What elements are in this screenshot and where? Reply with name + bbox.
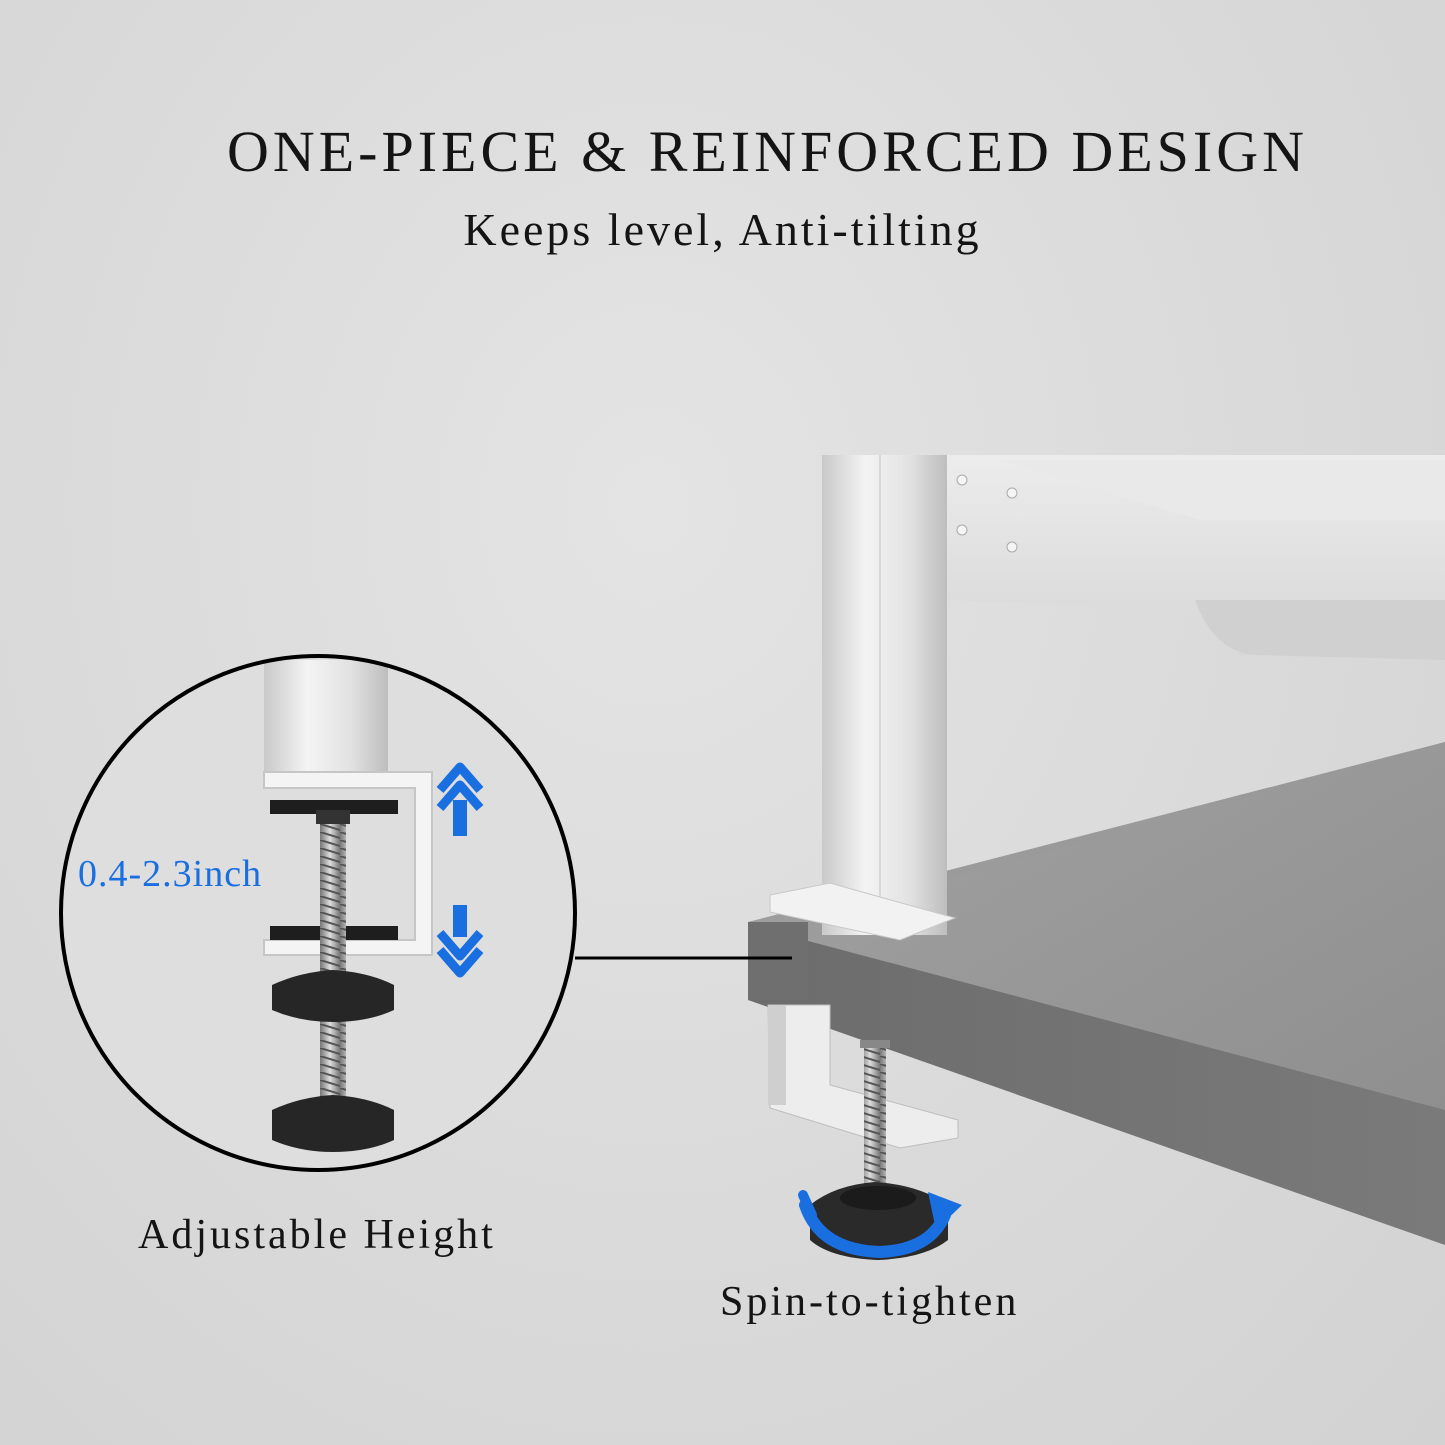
- shelf: [945, 455, 1445, 660]
- clamp-bracket: [767, 882, 959, 1149]
- clamp-screw: [860, 1040, 890, 1220]
- up-arrow-icon: [436, 762, 484, 836]
- rotate-arrow-icon: [798, 1190, 962, 1259]
- height-range-label: 0.4-2.3inch: [78, 853, 263, 895]
- pole: [822, 455, 947, 935]
- adjustable-height-caption: Adjustable Height: [138, 1212, 496, 1258]
- detail-callout: [59, 654, 577, 1172]
- spin-to-tighten-caption: Spin-to-tighten: [720, 1279, 1020, 1325]
- down-arrow-icon: [436, 905, 484, 978]
- subheadline: Keeps level, Anti-tilting: [463, 204, 982, 255]
- headline: ONE-PIECE & REINFORCED DESIGN: [226, 119, 1309, 184]
- desk: [748, 742, 1445, 1245]
